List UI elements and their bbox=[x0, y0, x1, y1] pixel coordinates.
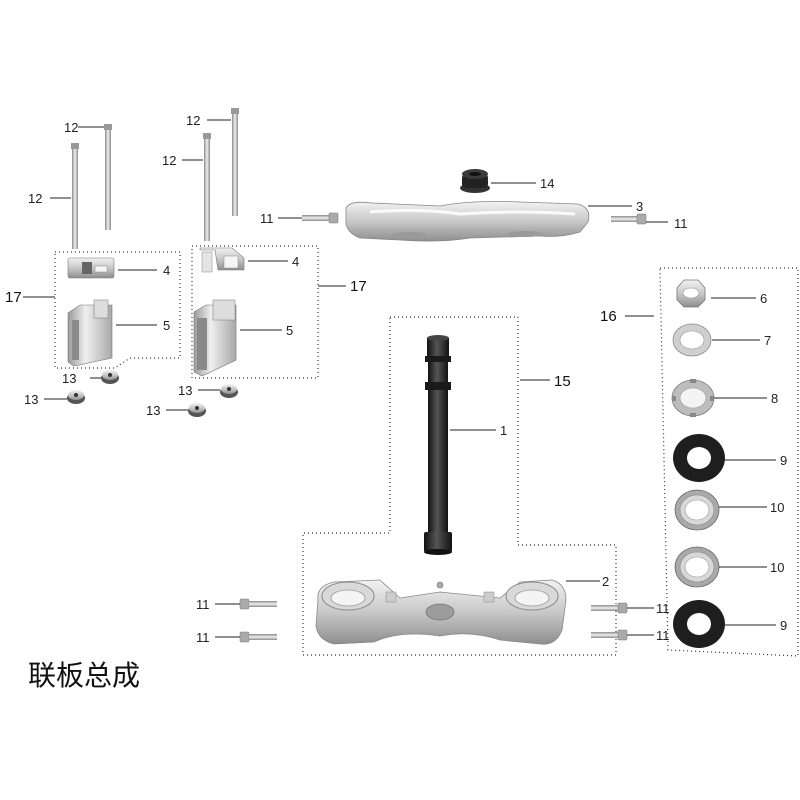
clamp-cap-4-right bbox=[199, 247, 245, 273]
clamp-block-5-left bbox=[67, 299, 113, 367]
dust-seal-9-bottom bbox=[673, 600, 725, 648]
callout-14: 14 bbox=[540, 176, 554, 191]
nut-13c bbox=[220, 384, 238, 398]
callout-12: 12 bbox=[64, 120, 78, 135]
callout-11: 11 bbox=[674, 216, 688, 231]
bearing-10-top bbox=[674, 489, 720, 531]
callout-13: 13 bbox=[178, 383, 192, 398]
rubber-grommet-14 bbox=[460, 169, 490, 193]
callout-1: 1 bbox=[500, 423, 507, 438]
group-17-left-boundary bbox=[54, 251, 181, 369]
callout-11: 11 bbox=[656, 601, 670, 616]
long-bolt-12c bbox=[203, 133, 211, 241]
group-17-right-boundary bbox=[191, 245, 319, 379]
callout-11: 11 bbox=[260, 211, 274, 226]
upper-triple-clamp-3 bbox=[345, 201, 590, 242]
callout-17: 17 bbox=[350, 278, 367, 295]
long-bolt-12a bbox=[71, 143, 79, 249]
callout-11: 11 bbox=[196, 597, 210, 612]
long-bolt-12d bbox=[231, 108, 239, 216]
short-bolt-11f bbox=[591, 629, 628, 641]
callout-11: 11 bbox=[196, 630, 210, 645]
group-15-boundary bbox=[302, 316, 617, 656]
clamp-block-5-right bbox=[193, 299, 237, 377]
short-bolt-11a bbox=[302, 212, 339, 224]
callout-9: 9 bbox=[780, 453, 787, 468]
washer-7 bbox=[672, 323, 712, 357]
callout-12: 12 bbox=[28, 191, 42, 206]
lock-nut-6 bbox=[676, 279, 706, 308]
callout-17: 17 bbox=[5, 289, 22, 306]
short-bolt-11e bbox=[591, 602, 628, 614]
callout-15: 15 bbox=[554, 373, 571, 390]
callout-5: 5 bbox=[163, 318, 170, 333]
long-bolt-12b bbox=[104, 124, 112, 230]
callout-4: 4 bbox=[163, 263, 170, 278]
adjusting-nut-8 bbox=[671, 379, 715, 417]
callout-3: 3 bbox=[636, 199, 643, 214]
callout-7: 7 bbox=[764, 333, 771, 348]
callout-12: 12 bbox=[186, 113, 200, 128]
callout-16: 16 bbox=[600, 308, 617, 325]
lower-triple-clamp-2 bbox=[315, 579, 567, 645]
callout-10: 10 bbox=[770, 560, 784, 575]
callout-6: 6 bbox=[760, 291, 767, 306]
callout-8: 8 bbox=[771, 391, 778, 406]
short-bolt-11d bbox=[239, 631, 277, 643]
callout-13: 13 bbox=[24, 392, 38, 407]
callout-2: 2 bbox=[602, 574, 609, 589]
callout-11: 11 bbox=[656, 628, 670, 643]
callout-5: 5 bbox=[286, 323, 293, 338]
nut-13d bbox=[188, 403, 206, 417]
steering-stem-1 bbox=[424, 335, 452, 555]
group-16-boundary bbox=[659, 267, 799, 657]
short-bolt-11b bbox=[611, 213, 647, 225]
callout-13: 13 bbox=[62, 371, 76, 386]
diagram-title: 联板总成 bbox=[28, 659, 140, 692]
callout-9: 9 bbox=[780, 618, 787, 633]
short-bolt-11c bbox=[239, 598, 277, 610]
dust-seal-9-top bbox=[673, 434, 725, 482]
nut-13a bbox=[101, 370, 119, 384]
leader-lines bbox=[23, 119, 776, 638]
callout-13: 13 bbox=[146, 403, 160, 418]
callout-4: 4 bbox=[292, 254, 299, 269]
callout-12: 12 bbox=[162, 153, 176, 168]
bearing-10-bottom bbox=[674, 546, 720, 588]
nut-13b bbox=[67, 390, 85, 404]
callout-10: 10 bbox=[770, 500, 784, 515]
clamp-cap-4-left bbox=[67, 257, 115, 279]
